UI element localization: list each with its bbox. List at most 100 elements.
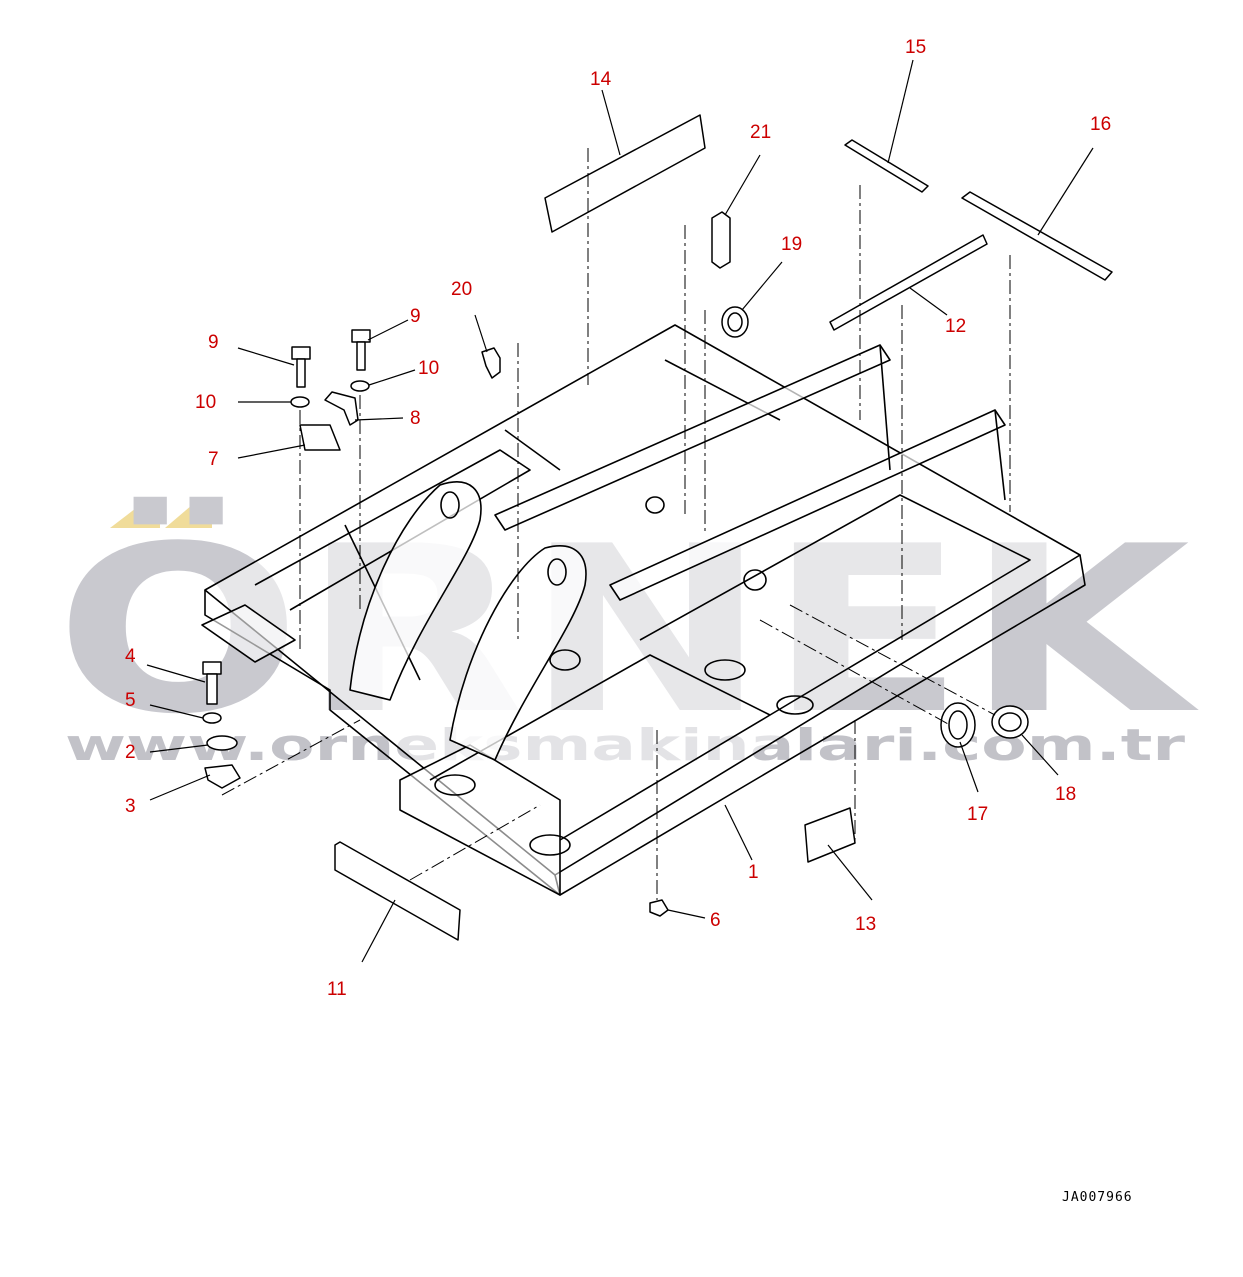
callout-21[interactable]: 21	[750, 122, 771, 143]
leader-6	[667, 909, 706, 919]
leader-12	[909, 287, 948, 316]
leader-8	[354, 417, 404, 421]
callout-13[interactable]: 13	[855, 914, 876, 935]
part-12-strip	[829, 234, 988, 331]
leader-19	[741, 261, 783, 311]
watermark-accent-right	[165, 505, 212, 528]
part-6-cap	[649, 899, 669, 917]
frame-hole-right-a	[704, 659, 746, 681]
part-14-cover-strip	[544, 114, 706, 233]
leader-11	[361, 899, 396, 963]
part-5-washer	[202, 712, 222, 724]
frame-boom-bracket-left	[349, 481, 482, 701]
leader-18	[1021, 734, 1059, 776]
frame-rail-lower	[609, 409, 1006, 601]
part-4-bolt-head	[202, 661, 222, 675]
callout-15[interactable]: 15	[905, 37, 926, 58]
frame-drawing	[201, 324, 1086, 896]
leader-15	[887, 59, 914, 164]
frame-outer-top	[204, 324, 1081, 876]
frame-front-edge	[204, 554, 1086, 896]
part-9-bolt-left-shank	[296, 358, 306, 388]
drawing-code: JA007966	[1062, 1190, 1133, 1205]
callout-5[interactable]: 5	[125, 690, 136, 711]
callout-16[interactable]: 16	[1090, 114, 1111, 135]
leader-9b	[367, 319, 409, 341]
callout-3[interactable]: 3	[125, 796, 136, 817]
callout-17[interactable]: 17	[967, 804, 988, 825]
part-7-bracket	[299, 424, 341, 451]
frame-rail-upper-side	[879, 344, 891, 471]
part-2-spacer	[206, 735, 238, 751]
callout-18[interactable]: 18	[1055, 784, 1076, 805]
part-15-bar	[844, 139, 929, 193]
part-18-grommet-inner	[998, 712, 1022, 732]
part-9-bolt-right-head	[351, 329, 371, 343]
frame-hole-center	[549, 649, 581, 671]
callout-2[interactable]: 2	[125, 742, 136, 763]
leader-2	[149, 744, 209, 753]
leader-10b	[368, 369, 416, 386]
leader-lines	[146, 59, 1094, 963]
callout-7[interactable]: 7	[208, 449, 219, 470]
watermark-accent-left	[110, 505, 160, 528]
callout-14[interactable]: 14	[590, 69, 612, 90]
frame-hole-mid-b	[743, 569, 767, 591]
leader-9a	[237, 347, 295, 366]
frame-hole-rear-b	[529, 834, 571, 856]
callout-10-left[interactable]: 10	[195, 392, 216, 413]
leader-5	[149, 704, 204, 719]
leader-20	[474, 314, 488, 353]
part-3-plate	[204, 764, 241, 789]
frame-hole-rear-a	[434, 774, 476, 796]
frame-rail-lower-side	[994, 409, 1006, 501]
callout-10-right[interactable]: 10	[418, 358, 439, 379]
callout-12[interactable]: 12	[945, 316, 966, 337]
part-9-bolt-left-head	[291, 346, 311, 360]
leader-4	[146, 664, 206, 683]
frame-left-step	[201, 604, 296, 663]
part-8-bracket	[324, 391, 359, 426]
leader-21	[724, 154, 761, 216]
part-16-bar	[961, 191, 1113, 281]
callout-6[interactable]: 6	[710, 910, 721, 931]
callout-labels: 1 2 3 4 5 6 7 8 9 9 10 10 11 12 13 14 15…	[125, 37, 1111, 1000]
callout-1[interactable]: 1	[748, 862, 759, 883]
guide-11	[409, 804, 541, 881]
frame-boom-pin-hole-right	[547, 558, 567, 586]
guide-bolt-4	[221, 719, 361, 796]
frame-boom-bracket-right	[449, 545, 587, 761]
part-13-plate	[804, 807, 856, 863]
part-17-grommet-inner	[948, 710, 968, 740]
leader-3	[149, 774, 211, 801]
part-9-bolt-right-shank	[356, 341, 366, 371]
part-20-clip	[481, 347, 501, 379]
frame-inner-rear	[429, 654, 771, 841]
callout-9-left[interactable]: 9	[208, 332, 219, 353]
callout-19[interactable]: 19	[781, 234, 802, 255]
callout-9-right[interactable]: 9	[410, 306, 421, 327]
frame-hole-right-b	[776, 695, 814, 715]
part-10-washer-left	[290, 396, 310, 408]
frame-inner-right	[639, 494, 1031, 716]
parts	[202, 114, 1113, 941]
callout-8[interactable]: 8	[410, 408, 421, 429]
frame-inner-line-b	[504, 429, 561, 471]
guide-18	[789, 604, 996, 716]
part-21-block	[711, 211, 731, 269]
leader-17	[959, 741, 979, 793]
part-11-panel	[334, 841, 461, 941]
part-19-grommet-inner	[727, 312, 743, 332]
callout-4[interactable]: 4	[125, 646, 136, 667]
frame-rail-upper	[494, 344, 891, 531]
leader-7	[237, 444, 306, 459]
leader-1	[724, 804, 753, 861]
leader-13	[827, 844, 873, 901]
callout-20[interactable]: 20	[451, 279, 472, 300]
assembly-guide-lines	[221, 148, 1011, 900]
frame-rear-block	[399, 744, 561, 896]
callout-11[interactable]: 11	[327, 979, 347, 1000]
part-4-bolt-shank	[206, 673, 218, 705]
frame-boom-pin-hole-left	[440, 491, 460, 519]
